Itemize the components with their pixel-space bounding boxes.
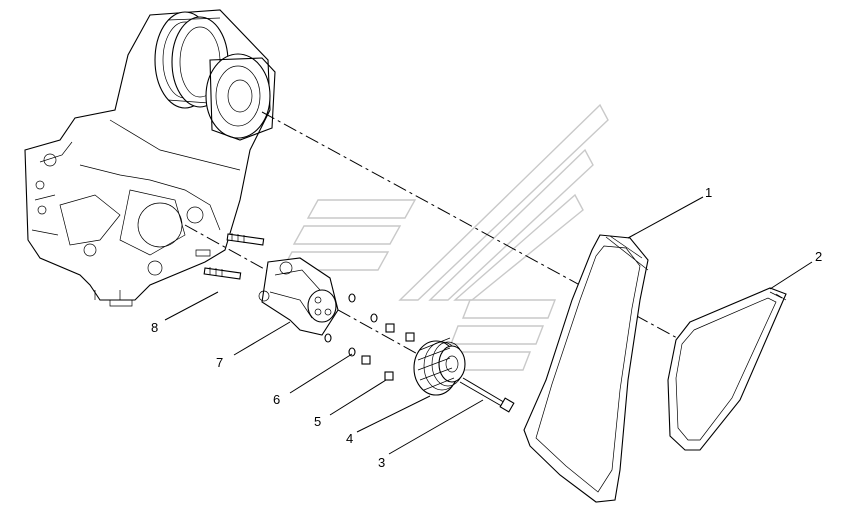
pulley [413,337,466,396]
callout-2: 2 [815,249,822,264]
studs [203,233,265,280]
washers-and-nuts [324,293,415,381]
watermark-logo [280,103,609,371]
belt-small [667,287,787,451]
belt-large [523,234,649,503]
bolt [459,377,515,413]
callout-4: 4 [346,431,353,446]
callout-3: 3 [378,455,385,470]
callout-1: 1 [705,185,712,200]
callout-8: 8 [151,320,158,335]
leader-lines [164,196,813,455]
callout-6: 6 [273,392,280,407]
callouts: 1 2 3 4 5 6 7 8 [151,185,822,470]
bracket [258,257,339,336]
callout-5: 5 [314,414,321,429]
callout-7: 7 [216,355,223,370]
engine-front-cover [24,9,276,307]
